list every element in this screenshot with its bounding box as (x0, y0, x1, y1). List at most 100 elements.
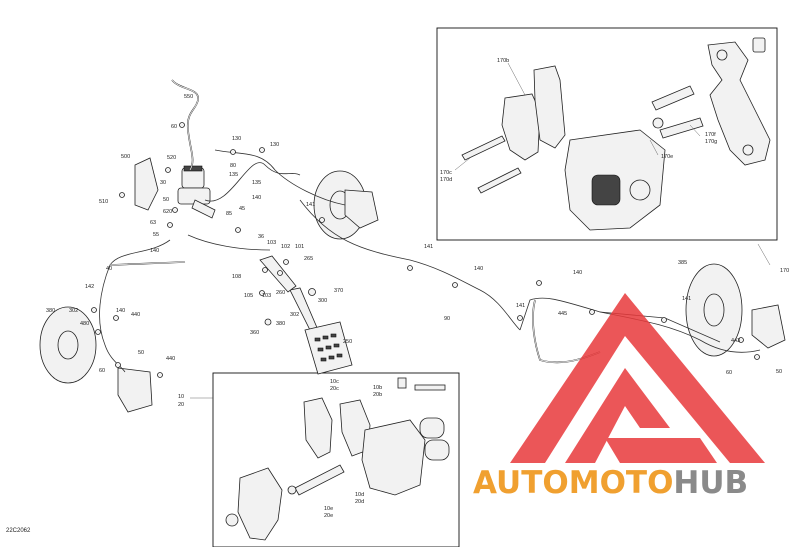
callout-label: 141 (424, 244, 433, 250)
callout-label: 170c (440, 170, 452, 176)
guide-pin (651, 85, 695, 111)
callout-label: 170 (780, 268, 789, 274)
callout-label: 103 (262, 293, 271, 299)
caliper-piston (629, 179, 651, 201)
callout-label: 20b (373, 392, 382, 398)
callout-label: 105 (244, 293, 253, 299)
reservoir-cap (183, 165, 203, 172)
callout-label: 108 (232, 274, 241, 280)
callout-label: 85 (226, 211, 232, 217)
callout-label: 260 (276, 290, 285, 296)
watermark-text-hub: HUB (673, 465, 748, 501)
callout-label: 300 (318, 298, 327, 304)
callout-label: 142 (85, 284, 94, 290)
callout-label: 101 (295, 244, 304, 250)
caliper-bracket (707, 41, 771, 166)
fasteners (91, 122, 760, 378)
watermark-text: AUTOMOTOHUB (473, 465, 748, 501)
disc-hub (703, 293, 725, 327)
callout-label: 20c (330, 386, 339, 392)
bleeder (397, 377, 407, 389)
inset-frame-caliper-top (436, 27, 778, 241)
callout-label: 141 (516, 303, 525, 309)
callout-label: 140 (150, 248, 159, 254)
callout-label: 60 (171, 124, 177, 130)
callout-label: 170b (497, 58, 509, 64)
callout-label: 265 (304, 256, 313, 262)
master-cylinder-bracket (134, 157, 159, 211)
callout-label: 500 (121, 154, 130, 160)
pin-boot (287, 485, 297, 495)
callout-label: 141 (682, 296, 691, 302)
inset-frame-caliper-bottom (212, 372, 460, 547)
bracket-hole (742, 144, 754, 156)
callout-label: 30 (160, 180, 166, 186)
callout-label: 140 (252, 195, 261, 201)
logo-mark-icon (510, 293, 765, 463)
callout-label: 10c (330, 379, 339, 385)
callout-label: 102 (281, 244, 290, 250)
rear-piston (424, 439, 450, 461)
callout-label: 440 (166, 356, 175, 362)
rear-caliper-body (361, 419, 426, 496)
callout-label: 10e (324, 506, 333, 512)
brake-pad (501, 93, 541, 161)
disc-hub (57, 330, 79, 360)
rear-brake-pad (303, 397, 333, 459)
watermark-text-auto: AUTO (473, 465, 569, 501)
callout-label: 302 (290, 312, 299, 318)
callout-label: 50 (163, 197, 169, 203)
inset-leader (757, 243, 771, 266)
callout-label: 20e (324, 513, 333, 519)
callout-label: 370 (334, 288, 343, 294)
callout-label: 302 (69, 308, 78, 314)
callout-label: 520 (167, 155, 176, 161)
callout-label: 130 (270, 142, 279, 148)
caliper-piston-bore (591, 174, 621, 206)
callout-label: 45 (239, 206, 245, 212)
rear-caliper-bracket (237, 467, 283, 541)
bracket-hole (716, 49, 728, 61)
callout-label: 170d (440, 177, 452, 183)
callout-label: 250 (343, 339, 352, 345)
callout-label: 385 (678, 260, 687, 266)
bolt-cap (752, 37, 766, 53)
callout-label: 80 (230, 163, 236, 169)
callout-label: 60 (99, 368, 105, 374)
diagram-reference-code: 22C2062 (6, 528, 31, 534)
callout-label: 170g (705, 139, 717, 145)
callout-label: 141 (306, 202, 315, 208)
callout-label: 510 (99, 199, 108, 205)
callout-label: 445 (558, 311, 567, 317)
bracket-bushing (225, 513, 239, 527)
rear-caliper-bolt (414, 384, 446, 391)
callout-label: 140 (474, 266, 483, 272)
callout-label: 135 (252, 180, 261, 186)
callout-label: 10d (355, 492, 364, 498)
callout-label: 20d (355, 499, 364, 505)
callout-label: 130 (232, 136, 241, 142)
left-caliper (117, 367, 153, 413)
callout-label: 90 (444, 316, 450, 322)
callout-label: 63 (150, 220, 156, 226)
pushrod (191, 199, 216, 219)
callout-label: 50 (776, 369, 782, 375)
callout-label: 550 (184, 94, 193, 100)
callout-label: 380 (276, 321, 285, 327)
right-caliper (751, 304, 786, 349)
automotohub-watermark-logo: AUTOMOTOHUB (473, 293, 765, 501)
callout-label: 10b (373, 385, 382, 391)
front-caliper (344, 189, 379, 229)
callout-label: 140 (573, 270, 582, 276)
callout-label: 170e (661, 154, 673, 160)
callout-label: 140 (116, 308, 125, 314)
caliper-bolt (461, 135, 506, 161)
brake-pad (533, 65, 566, 149)
callout-label: 443 (731, 338, 740, 344)
callout-label: 380 (46, 308, 55, 314)
callout-label: 170f (705, 132, 716, 138)
callout-label: 620 (163, 209, 172, 215)
callout-label: 360 (250, 330, 259, 336)
watermark-text-moto: MOTO (569, 465, 674, 501)
